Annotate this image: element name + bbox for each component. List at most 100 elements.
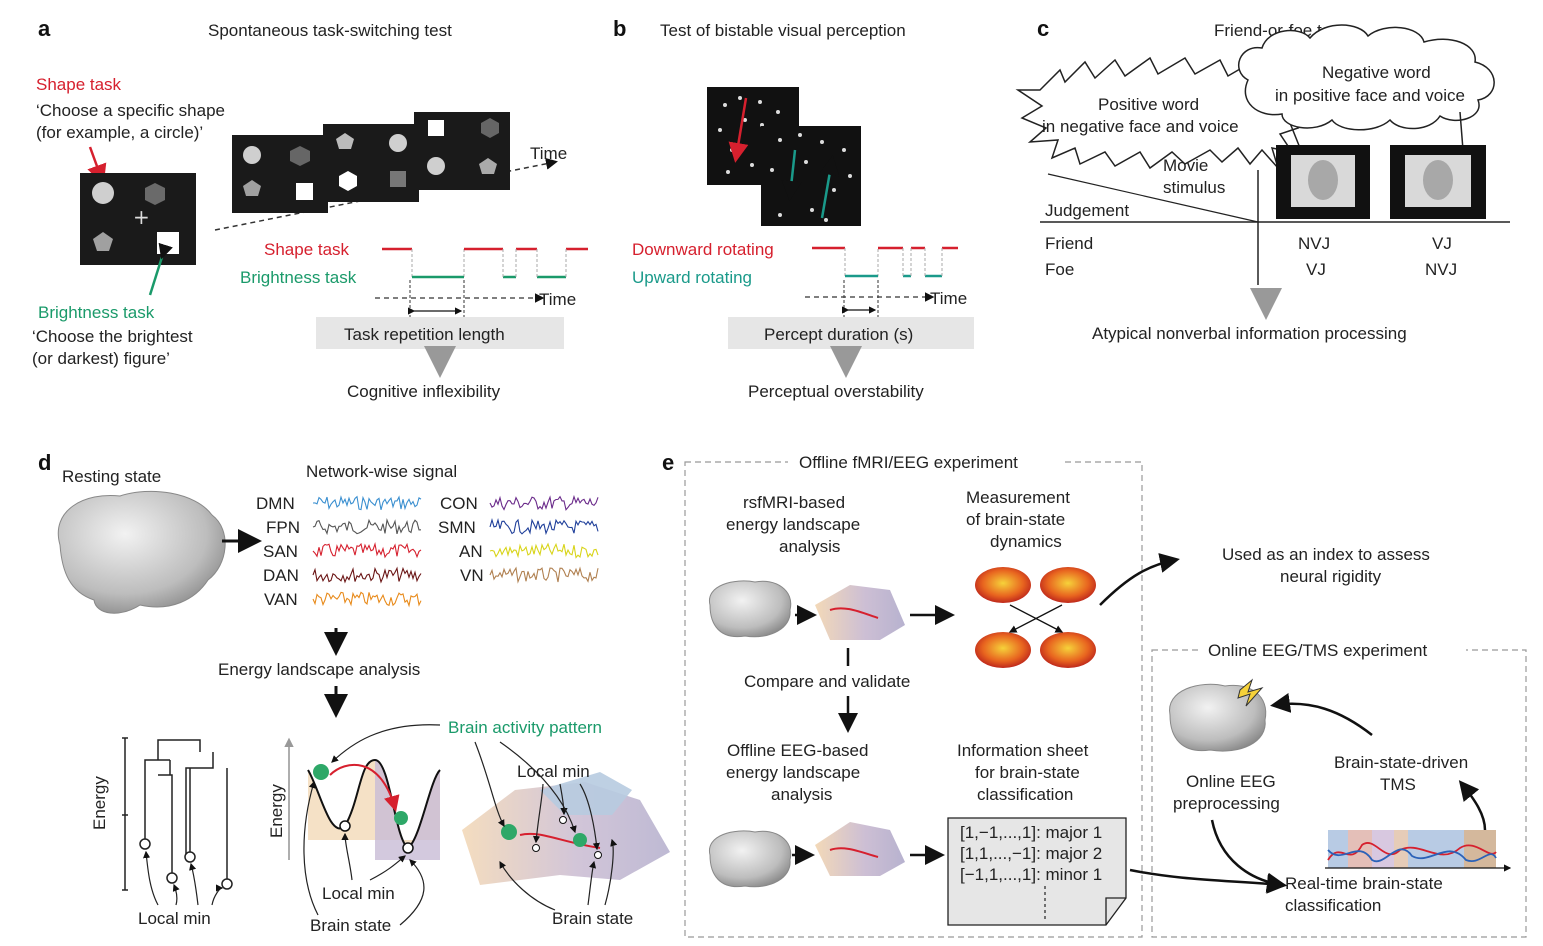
network-signal-trace <box>312 495 422 511</box>
brain-icon <box>57 490 226 614</box>
pentagon-shape-icon <box>93 232 113 251</box>
outcome-b: Perceptual overstability <box>748 382 924 401</box>
cell-c2-friend: VJ <box>1432 234 1452 253</box>
brain-state-label-1: Brain state <box>310 916 391 935</box>
offeeg-line2: energy landscape <box>726 763 860 782</box>
tms-line1: Brain-state-driven <box>1334 753 1468 772</box>
meas-line1: Measurement <box>966 488 1070 507</box>
judgement-label: Judgement <box>1045 201 1129 220</box>
network-signals <box>312 494 599 608</box>
energy-curve <box>307 758 441 850</box>
info-line3: classification <box>977 785 1073 804</box>
trace-shape-label: Shape task <box>264 240 350 259</box>
panel-e-letter: e <box>662 450 674 475</box>
brain-state-dynamics <box>975 567 1096 668</box>
network-signal-trace <box>489 542 599 559</box>
meas-line3: dynamics <box>990 532 1062 551</box>
percept-duration-box <box>728 317 974 349</box>
net-label-con: CON <box>440 494 478 513</box>
resting-state-label: Resting state <box>62 467 161 486</box>
face-positive-icon <box>1423 160 1453 200</box>
bubble1-line2: in negative face and voice <box>1042 117 1239 136</box>
brain-icon-online <box>1169 683 1267 752</box>
panel-d-letter: d <box>38 450 51 475</box>
bubble2-line1: Negative word <box>1322 63 1431 82</box>
time-label-a: Time <box>530 144 567 163</box>
network-signal-trace <box>312 566 422 584</box>
task-repetition-box <box>316 317 564 349</box>
offeeg-line3: analysis <box>771 785 832 804</box>
stimulus-screen-1 <box>232 135 328 213</box>
tms-line2: TMS <box>1380 775 1416 794</box>
brain-icon-e2 <box>709 830 792 888</box>
brain-state-ball-1 <box>313 764 329 780</box>
brightness-task-desc-1: ‘Choose the brightest <box>32 327 193 346</box>
upward-label: Upward rotating <box>632 268 752 287</box>
energy-axis-label-2: Energy <box>267 784 286 838</box>
eeg-state-strip <box>1325 830 1512 872</box>
brightness-task-desc-2: (or darkest) figure’ <box>32 349 170 368</box>
panel-b-title: Test of bistable visual perception <box>660 21 906 40</box>
downward-arrow-icon <box>728 97 749 163</box>
energy-axis-label-1: Energy <box>90 776 109 830</box>
stimulus-screen-2 <box>323 124 419 202</box>
offline-experiment-box <box>684 461 1143 938</box>
sheet-row-1: [1,−1,...,1]: major 1 <box>960 823 1102 842</box>
used-line2: neural rigidity <box>1280 567 1382 586</box>
shape-task-label: Shape task <box>36 75 122 94</box>
circle-shape-icon <box>92 182 114 204</box>
bubble1-line1: Positive word <box>1098 95 1199 114</box>
movie-label-2: stimulus <box>1163 178 1225 197</box>
bubble2-line2: in positive face and voice <box>1275 86 1465 105</box>
online-eeg-line2: preprocessing <box>1173 794 1280 813</box>
energy-landscape-3d <box>462 782 670 885</box>
offline-title: Offline fMRI/EEG experiment <box>799 453 1018 472</box>
brain-icon-e1 <box>709 580 792 638</box>
brain-state-ball-2 <box>394 811 408 825</box>
network-signal-trace <box>489 518 599 536</box>
network-title: Network-wise signal <box>306 462 457 481</box>
panel-c-letter: c <box>1037 16 1049 41</box>
network-signal-trace <box>312 591 422 608</box>
online-title: Online EEG/TMS experiment <box>1208 641 1427 660</box>
transition-arrow <box>329 763 400 812</box>
information-sheet <box>947 817 1127 926</box>
meas-line2: of brain-state <box>966 510 1065 529</box>
energy-analysis-label: Energy landscape analysis <box>218 660 420 679</box>
shape-task-desc-2: (for example, a circle)’ <box>36 123 203 142</box>
outcome-c: Atypical nonverbal information processin… <box>1092 324 1407 343</box>
percept-duration-label: Percept duration (s) <box>764 325 913 344</box>
cloud-speech-bubble <box>1237 24 1495 131</box>
fixation-cross-icon: + <box>133 205 150 229</box>
time-label-b: Time <box>930 289 967 308</box>
rsfmri-line1: rsfMRI-based <box>743 493 845 512</box>
brain-state-label-2: Brain state <box>552 909 633 928</box>
friend-label: Friend <box>1045 234 1093 253</box>
net-label-dmn: DMN <box>256 494 295 513</box>
net-label-van: VAN <box>264 590 298 609</box>
panel-b-letter: b <box>613 16 626 41</box>
panel-a: a Spontaneous task-switching test Shape … <box>32 16 588 401</box>
cell-c1-friend: NVJ <box>1298 234 1330 253</box>
movie-label-1: Movie <box>1163 156 1208 175</box>
sheet-row-2: [1,1,...,−1]: major 2 <box>960 844 1102 863</box>
rsfmri-line2: energy landscape <box>726 515 860 534</box>
lightning-icon <box>1237 678 1264 707</box>
net-label-fpn: FPN <box>266 518 300 537</box>
rt-line2: classification <box>1285 896 1381 915</box>
shape-task-desc-1: ‘Choose a specific shape <box>36 101 225 120</box>
foe-label: Foe <box>1045 260 1074 279</box>
online-eeg-line1: Online EEG <box>1186 772 1276 791</box>
network-signal-trace <box>312 518 422 536</box>
local-min-label-1: Local min <box>138 909 211 928</box>
panel-a-title: Spontaneous task-switching test <box>208 21 452 40</box>
rt-line1: Real-time brain-state <box>1285 874 1443 893</box>
panel-c: c Friend-or-foe test Positive word in ne… <box>1015 16 1510 343</box>
used-line1: Used as an index to assess <box>1222 545 1430 564</box>
panel-e: e Offline fMRI/EEG experiment rsfMRI-bas… <box>662 450 1527 938</box>
upward-arrow-icon-1 <box>781 149 802 201</box>
spiky-speech-bubble <box>1015 56 1302 170</box>
outcome-a: Cognitive inflexibility <box>347 382 501 401</box>
cell-c2-foe: NVJ <box>1425 260 1457 279</box>
local-min-label-2: Local min <box>322 884 395 903</box>
